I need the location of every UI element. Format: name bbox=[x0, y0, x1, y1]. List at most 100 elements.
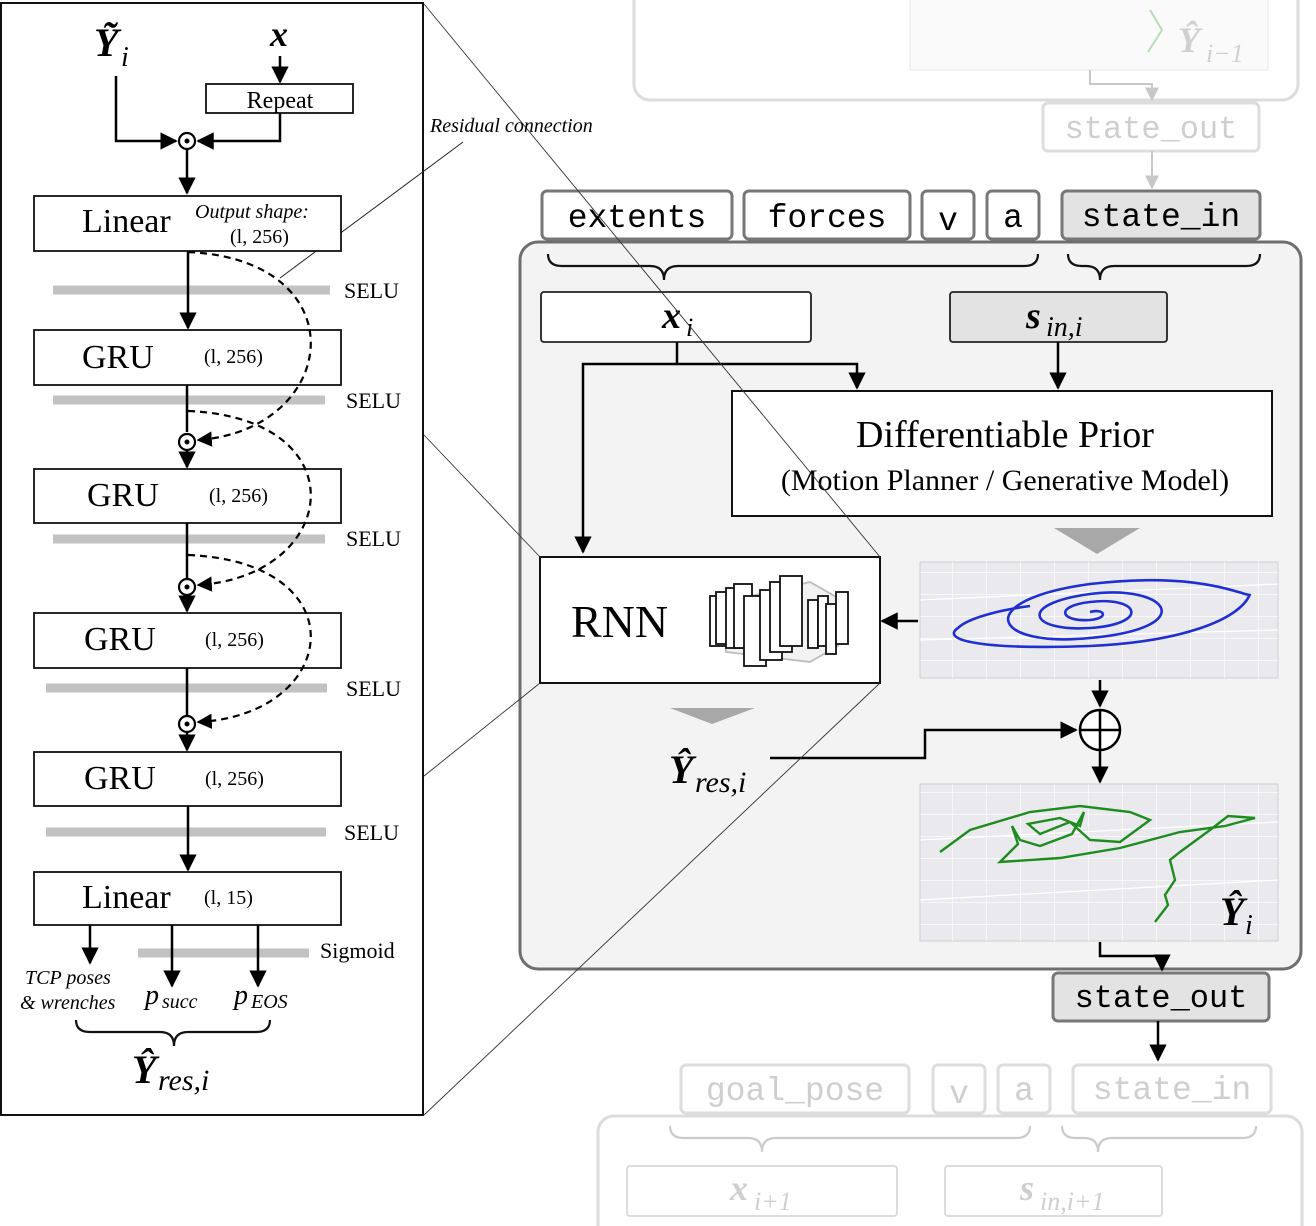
sigmoid-label: Sigmoid bbox=[320, 938, 395, 963]
next-step-block: goal_pose v a state_in x i+1 s in,i+1 bbox=[596, 1063, 1304, 1226]
x-i-subscript: i bbox=[686, 313, 693, 342]
residual-dashed-2 bbox=[187, 409, 312, 592]
p-succ-subscript: succ bbox=[162, 991, 198, 1013]
input-forces-label: forces bbox=[768, 200, 887, 237]
selu-label-1: SELU bbox=[344, 278, 399, 303]
gru-layer-3-shape: (l, 256) bbox=[205, 629, 264, 651]
zoom-lines bbox=[423, 3, 881, 1116]
residual-dashed-3 bbox=[187, 553, 312, 729]
next-s-box bbox=[944, 1165, 1163, 1217]
input-a-label: a bbox=[1003, 200, 1023, 237]
output-shape-label: Output shape: bbox=[195, 201, 309, 223]
gru-layer-1 bbox=[33, 329, 342, 386]
next-input-a-label: a bbox=[1014, 1073, 1034, 1110]
rnn-detail-frame bbox=[0, 2, 424, 1116]
linear-layer-1 bbox=[33, 195, 342, 252]
x-i-label: x bbox=[661, 295, 681, 337]
linear-layer-2-label: Linear bbox=[82, 879, 171, 916]
next-s-subscript: in,i+1 bbox=[1040, 1187, 1105, 1216]
prev-y-label: Ŷ bbox=[1178, 20, 1203, 60]
inputs-brace bbox=[546, 253, 1040, 281]
s-in-i-label: s bbox=[1025, 295, 1041, 337]
rnn-detail-panel: Ỹ i x Repeat Residual connection Linear … bbox=[0, 2, 593, 1116]
input-v-label: v bbox=[938, 203, 958, 240]
y-res-output-subscript: res,i bbox=[158, 1064, 209, 1097]
selu-label-2: SELU bbox=[346, 388, 401, 413]
input-v-box bbox=[920, 189, 976, 241]
repeat-label: Repeat bbox=[247, 88, 314, 114]
state-out-box bbox=[1051, 971, 1271, 1023]
next-state-in-label: state_in bbox=[1093, 1072, 1251, 1109]
gru-layer-1-shape: (l, 256) bbox=[204, 346, 263, 368]
rnn-stack-icon bbox=[709, 575, 849, 667]
prior-subtitle: (Motion Planner / Generative Model) bbox=[781, 464, 1229, 497]
y-res-subscript: res,i bbox=[695, 766, 746, 799]
outputs-brace bbox=[74, 1019, 272, 1047]
s-in-i-subscript: in,i bbox=[1046, 312, 1083, 343]
input-y-tilde-label: Ỹ bbox=[94, 20, 122, 65]
input-a-box bbox=[985, 189, 1041, 241]
selu-label-4: SELU bbox=[346, 676, 401, 701]
rnn-output-arrow bbox=[670, 708, 755, 724]
main-block: extents forces v a state_in x i s in,i D… bbox=[518, 189, 1303, 1062]
rnn-label: RNN bbox=[571, 596, 668, 647]
input-x-label: x bbox=[269, 14, 288, 54]
residual-connection-label: Residual connection bbox=[429, 115, 593, 137]
next-s-label: s bbox=[1019, 1168, 1034, 1208]
p-eos-subscript: EOS bbox=[250, 991, 288, 1013]
next-x-label: x bbox=[729, 1168, 748, 1208]
next-x-box bbox=[626, 1165, 898, 1217]
p-eos-label: p bbox=[232, 980, 248, 1011]
input-forces-box bbox=[742, 189, 912, 241]
gru-layer-2 bbox=[33, 468, 342, 524]
next-input-v-label: v bbox=[949, 1076, 969, 1113]
y-res-label: Ŷ bbox=[669, 747, 697, 792]
p-succ-label: p bbox=[143, 980, 159, 1011]
state-in-box bbox=[1060, 189, 1262, 241]
next-input-goal-pose-label: goal_pose bbox=[706, 1073, 884, 1110]
tcp-wrenches-label: & wrenches bbox=[20, 992, 116, 1014]
prev-state-out-label: state_out bbox=[1065, 111, 1238, 148]
spiral-plot bbox=[919, 561, 1279, 679]
state-in-label: state_in bbox=[1082, 199, 1240, 236]
selu-label-5: SELU bbox=[344, 820, 399, 845]
y-res-output-label: Ŷ bbox=[132, 1047, 160, 1092]
tcp-poses-label: TCP poses bbox=[25, 967, 111, 989]
gru-layer-4 bbox=[33, 751, 342, 807]
input-y-tilde-subscript: i bbox=[121, 42, 129, 73]
differentiable-prior-box bbox=[731, 390, 1273, 517]
gru-layer-4-label: GRU bbox=[84, 760, 156, 797]
linear-layer-1-label: Linear bbox=[82, 203, 171, 240]
next-x-subscript: i+1 bbox=[754, 1187, 792, 1216]
next-state-in-box bbox=[1071, 1063, 1273, 1115]
trajectory-plot: Ŷ i bbox=[919, 783, 1279, 942]
gru-layer-3-label: GRU bbox=[84, 621, 156, 658]
y-i-label: Ŷ bbox=[1220, 889, 1248, 934]
spiral-curve bbox=[952, 578, 1252, 649]
prev-y-subscript: i−1 bbox=[1206, 39, 1244, 68]
gru-layer-1-label: GRU bbox=[82, 339, 154, 376]
linear-layer-2 bbox=[33, 871, 342, 926]
previous-step-block: Ŷ i−1 state_out bbox=[632, 0, 1300, 190]
state-out-label: state_out bbox=[1075, 980, 1248, 1017]
next-input-v-box bbox=[931, 1063, 987, 1115]
linear-layer-2-shape: (l, 15) bbox=[204, 887, 253, 909]
input-extents-box bbox=[540, 189, 734, 241]
next-input-goal-pose-box bbox=[679, 1063, 911, 1115]
gru-layer-2-label: GRU bbox=[87, 477, 159, 514]
prior-title: Differentiable Prior bbox=[856, 414, 1154, 456]
linear-layer-1-shape: (l, 256) bbox=[230, 226, 289, 248]
trajectory-curve bbox=[939, 804, 1256, 923]
gru-layer-2-shape: (l, 256) bbox=[209, 485, 268, 507]
gru-layer-3 bbox=[33, 612, 342, 669]
residual-dashed-1 bbox=[187, 250, 312, 447]
y-i-subscript: i bbox=[1245, 910, 1253, 941]
state-brace bbox=[1066, 253, 1262, 281]
selu-label-3: SELU bbox=[346, 526, 401, 551]
input-extents-label: extents bbox=[568, 200, 707, 237]
next-input-a-box bbox=[996, 1063, 1052, 1115]
prior-output-arrow bbox=[1054, 528, 1140, 554]
repeat-box bbox=[205, 83, 354, 114]
gru-layer-4-shape: (l, 256) bbox=[205, 768, 264, 790]
